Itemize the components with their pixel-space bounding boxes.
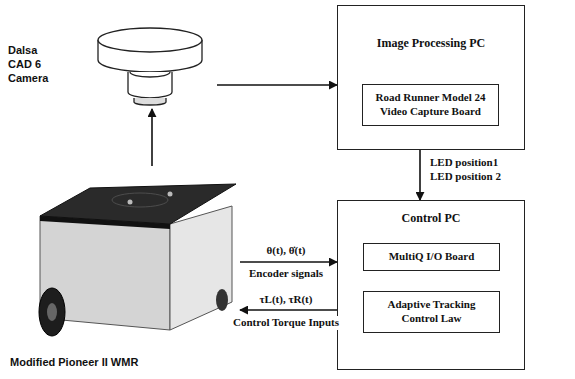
rear-wheel: [216, 289, 228, 311]
arrow-connector: [217, 84, 337, 86]
box-heading: Image Processing PC: [338, 36, 524, 51]
device-label: Modified Pioneer II WMR: [10, 356, 138, 370]
box-text: Road Runner Model 24 Video Capture Board: [371, 91, 490, 119]
device-label: Dalsa CAD 6 Camera: [8, 44, 60, 85]
board-box: Adaptive Tracking Control Law: [363, 291, 500, 333]
signal-name: Encoder signals: [247, 267, 325, 281]
signal-label: τL(t), τR(t): [258, 293, 315, 307]
board-box: Road Runner Model 24 Video Capture Board: [362, 84, 499, 126]
plate-mount: [112, 193, 168, 207]
box-heading: Control PC: [338, 211, 524, 226]
computer-box: Image Processing PC Road Runner Model 24 …: [337, 5, 525, 150]
box-text: MultiQ I/O Board: [372, 250, 491, 264]
signal-name: Control Torque Inputs: [231, 316, 341, 330]
robot-node: Modified Pioneer II WMR: [10, 172, 238, 375]
robot-illustration: [10, 172, 238, 350]
led-marker: [168, 192, 173, 197]
camera-node: Dalsa CAD 6 Camera: [8, 22, 213, 106]
signal-label: θ(t), θ̇(t): [265, 244, 308, 258]
signal-label: LED position1 LED position 2: [428, 156, 506, 184]
arrow-connector: [151, 109, 153, 166]
robot-side: [170, 206, 232, 330]
computer-box: Control PC MultiQ I/O BoardAdaptive Track…: [337, 200, 525, 370]
arrow-connector: [240, 261, 337, 263]
led-marker: [128, 200, 133, 205]
drive-wheel: [39, 288, 65, 336]
robot-plate-edge: [40, 216, 170, 229]
arrow-connector: [240, 309, 337, 311]
camera-illustration: [90, 22, 210, 106]
box-text: Adaptive Tracking Control Law: [372, 298, 491, 326]
arrow-connector: [419, 150, 421, 200]
wheel-hub: [47, 303, 57, 321]
board-box: MultiQ I/O Board: [363, 243, 500, 271]
